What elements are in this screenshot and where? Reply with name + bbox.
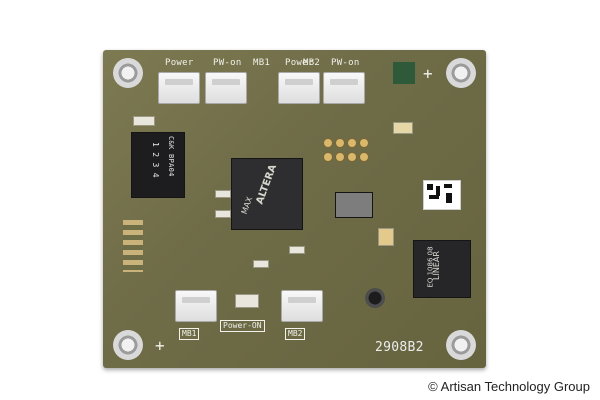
connector-top-2 [205,72,247,104]
silk-label-power-on: Power-ON [220,320,265,332]
silk-label-mb1-bottom: MB1 [179,328,200,340]
regulator-part: EQ 1086 08 [426,246,435,288]
smd-part [133,116,155,126]
side-pin-header [123,220,143,272]
mounting-hole-bottom-left [113,330,143,360]
connector-top-3 [278,72,320,104]
capacitor [365,288,385,308]
smd-part [253,260,269,268]
plus-marking-top: + [423,64,433,83]
board-id: 2908B2 [375,340,424,355]
mounting-hole-bottom-right [446,330,476,360]
oscillator [335,192,373,218]
connector-bottom-1 [175,290,217,322]
copyright-notice: © Artisan Technology Group [428,379,590,394]
mounting-hole-top-left [113,58,143,88]
connector-top-1 [158,72,200,104]
smd-part [289,246,305,254]
dip-switch [131,132,185,198]
voltage-regulator: LINEAR EQ 1086 08 [413,240,471,298]
pin-header [323,138,369,164]
silk-label-power-2: Power [285,58,314,68]
cpld-brand: ALTERA [254,163,280,206]
dip-switch-label: C&K BPA04 [167,136,175,177]
connector-top-4 [323,72,365,104]
silk-label-pwon-2: PW-on [331,58,360,68]
silk-label-mb2-top: MB2 [303,58,321,68]
cpld-chip: ALTERA MAX [231,158,303,230]
smd-part [393,122,413,134]
smd-part [215,190,231,198]
silk-label-power-1: Power [165,58,194,68]
dip-switch-numbers: 1 2 3 4 [151,142,160,178]
mounting-hole-top-right [446,58,476,88]
silk-label-mb1-top: MB1 [253,58,271,68]
plus-marking-bottom: + [155,336,165,355]
smd-part [378,228,394,246]
barcode-sticker [423,180,461,210]
cpld-family: MAX [239,195,255,216]
silk-label-mb2-bottom: MB2 [285,328,306,340]
test-pad [393,62,415,84]
silk-label-pwon-1: PW-on [213,58,242,68]
circuit-board: Power PW-on MB1 Power PW-on MB2 + C&K BP… [103,50,486,368]
power-on-led [235,294,259,308]
smd-part [215,210,231,218]
connector-bottom-2 [281,290,323,322]
